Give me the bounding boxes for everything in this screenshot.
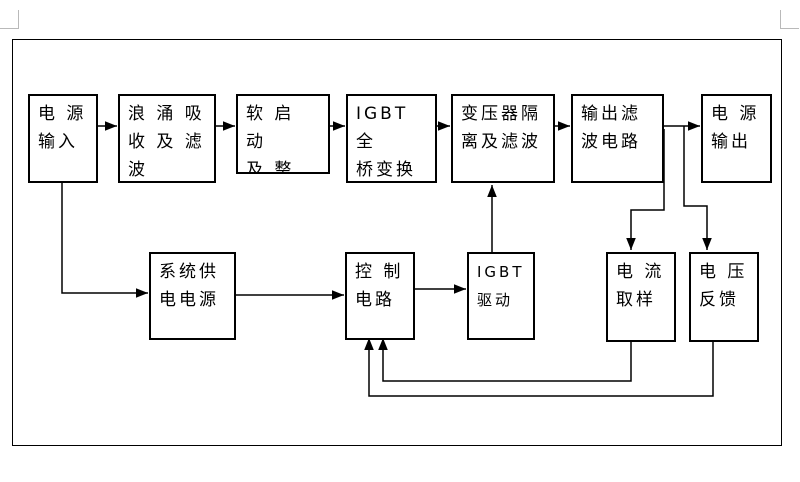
block-label: 控 制 电路 [355,262,404,310]
block-power-input: 电 源 输入 [28,94,98,183]
page-corner-mark [780,10,799,29]
wire-to-voltage-feedback [683,126,712,250]
page-corner-mark [0,10,19,29]
block-label: 电 源 输出 [711,104,760,152]
block-label: 变压器隔 离及滤波 [461,104,541,152]
diagram-frame [12,39,782,446]
block-voltage-feedback: 电 压 反馈 [689,252,759,342]
wire-to-current-sampling [626,129,665,250]
block-label: 软 启 动 及 整 流 滤波 [246,104,295,174]
block-output-filter: 输出滤 波电路 [571,94,664,183]
wire-voltage-feedback [364,338,714,397]
block-current-sampling: 电 流 取样 [606,252,676,342]
block-label: IGBT 驱动 [477,263,525,309]
block-label: 浪 涌 吸 收 及 滤 波 [128,104,205,180]
block-system-power-supply: 系统供 电电源 [149,252,236,340]
block-igbt-driver: IGBT 驱动 [467,252,535,340]
block-power-output: 电 源 输出 [701,94,772,183]
block-label: 输出滤 波电路 [581,104,641,152]
block-control-circuit: 控 制 电路 [345,252,415,340]
block-label: 电 源 输入 [38,104,87,152]
block-label: 系统供 电电源 [159,262,219,310]
block-transformer-isolation: 变压器隔 离及滤波 [451,94,555,183]
block-surge-absorption-filter: 浪 涌 吸 收 及 滤 波 [118,94,216,183]
block-soft-start-rectifier: 软 启 动 及 整 流 滤波 [236,94,330,174]
block-igbt-full-bridge: IGBT 全 桥变换 （IGBT） [346,94,437,183]
wire-current-feedback [378,338,632,382]
block-label: 电 压 反馈 [699,262,748,310]
block-label: IGBT 全 桥变换 （IGBT） [356,104,416,180]
wire-input-to-system-supply [61,182,148,298]
block-label: 电 流 取样 [616,262,665,310]
